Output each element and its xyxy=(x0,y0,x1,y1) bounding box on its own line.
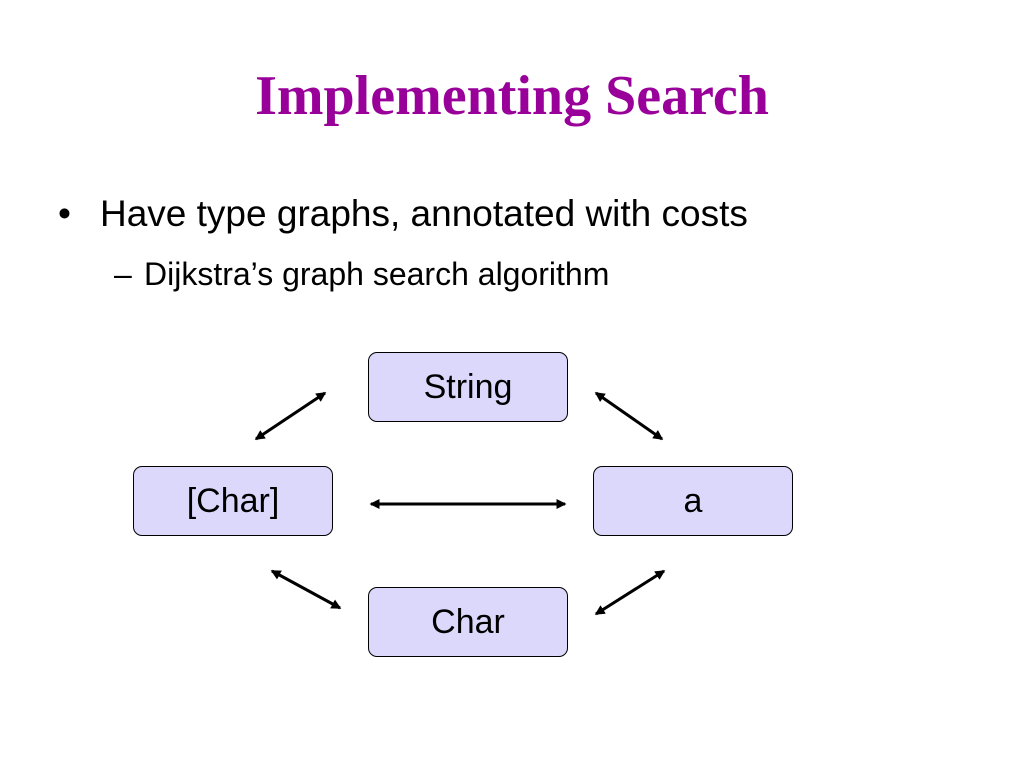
edge-char-a xyxy=(594,569,666,616)
sub-bullet-text: Dijkstra’s graph search algorithm xyxy=(144,256,610,292)
edge-charlist-string xyxy=(254,391,327,441)
bullet-item: • Have type graphs, annotated with costs xyxy=(58,192,748,236)
node-char-list: [Char] xyxy=(133,466,333,536)
bullet-marker: • xyxy=(58,193,71,234)
node-a: a xyxy=(593,466,793,536)
edge-string-a xyxy=(594,391,664,441)
sub-bullet-item: –Dijkstra’s graph search algorithm xyxy=(114,254,609,294)
node-char: Char xyxy=(368,587,568,657)
edge-charlist-char xyxy=(270,569,342,610)
sub-bullet-marker: – xyxy=(114,256,132,292)
slide-title: Implementing Search xyxy=(255,65,769,127)
node-string: String xyxy=(368,352,568,422)
bullet-text: Have type graphs, annotated with costs xyxy=(100,193,748,234)
